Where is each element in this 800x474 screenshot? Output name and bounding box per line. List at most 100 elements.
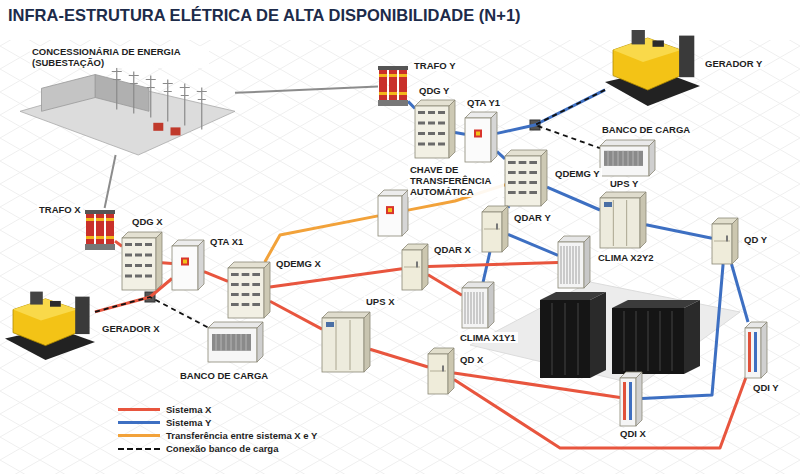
radiator [75,297,89,334]
legend-swatch [118,421,160,424]
power-cable [455,133,465,135]
rack-door-lines [624,311,672,371]
cabinet-front [462,288,488,328]
power-cable [454,378,746,448]
breaker [145,254,152,257]
coil-band [399,74,407,77]
coil-band [86,236,94,239]
equipment-node: CLIMA X1Y1 [462,282,494,328]
equipment-illustration [462,282,494,328]
equipment-illustration [378,190,408,236]
breaker [231,293,239,296]
legend-text: Transferência entre sistema X e Y [166,430,317,441]
door-line [350,320,351,370]
grille-line [618,151,619,166]
equipment-illustration [600,140,655,176]
engine-part [653,40,664,46]
cabinet-side [449,100,455,158]
breaker [135,254,142,257]
cabinet-top [122,232,162,238]
cabinet-side [448,348,454,394]
power-cable [270,269,402,287]
breaker [508,181,516,184]
equipment-label: BANCO DE CARGA [178,370,270,381]
cabinet-top [322,312,370,318]
equipment-node: QDAR Y [482,206,508,252]
equipment-node: BANCO DE CARGA [208,322,263,362]
coil-band [389,74,397,77]
breaker [418,111,425,114]
power-cable [497,152,505,159]
equipment-label: QDEMG Y [553,168,602,179]
cabinet-side [636,372,642,426]
breaker [438,111,445,114]
breaker [252,283,260,286]
stripe [748,332,751,372]
equipment-node: CLIMA X2Y2 [558,236,590,288]
floor-grid [0,40,800,474]
pylon-arm [112,71,122,72]
equipment-node: GERADOR Y [605,26,700,106]
equipment-illustration [605,26,700,106]
breaker [252,273,260,276]
coil-band [106,218,114,221]
equipment-label: QTA X1 [208,236,245,247]
stripe [629,382,632,420]
equipment-illustration [85,208,115,252]
equipment-node: TRAFO Y [378,64,408,108]
cabinet-front [172,246,198,290]
cabinet-front [465,118,491,162]
equipment-label: QDI X [618,428,648,439]
logo-mark [388,208,392,212]
legend-text: Conexão banco de carga [166,443,278,454]
pylon [150,76,151,118]
pylon [184,84,185,126]
breaker [135,243,142,246]
breaker [145,264,152,267]
equipment-node: QDEMG Y [505,150,547,206]
equipment-label: GERADOR X [100,323,162,334]
cabinet-side [364,312,370,372]
pylon-arm [163,83,173,84]
legend-text: Sistema X [166,404,211,415]
substation-transformer [171,127,181,135]
grille-line [216,334,217,351]
pylon [201,88,202,130]
substation-transformer [153,123,163,131]
cabinet-side [584,236,590,288]
breaker [231,303,239,306]
breaker [145,275,152,278]
ups-screen [326,322,334,327]
cabinet-side [732,218,738,264]
pylon [133,72,134,114]
substation-building [95,75,149,112]
breaker [428,111,435,114]
breaker [438,122,445,125]
substation-building [42,75,96,112]
breaker [242,283,250,286]
breaker [242,273,250,276]
cabinet-side [257,322,263,362]
logo-mark [181,258,189,266]
cabinet-top [505,150,547,156]
equipment-label: QD X [458,354,485,365]
breaker [125,275,132,278]
cabinet-top [600,192,646,198]
equipment-label: QDEMG X [274,258,323,269]
cabinet-front [378,196,402,236]
equipment-label: QTA Y1 [465,97,502,108]
coil-band [96,218,104,221]
engine-part [30,292,43,305]
cabinet-side [198,240,204,290]
equipment-illustration [505,150,547,206]
cabinet-side [502,206,508,252]
cabinet-side [541,150,547,206]
equipment-illustration [208,322,263,362]
breaker [418,122,425,125]
rack-door-lines [552,303,578,375]
power-cable [265,216,378,262]
trafo-frame [378,66,408,70]
pylon-arm [164,91,172,92]
cabinet-front [600,198,640,248]
equipment-node: UPS Y [600,192,646,248]
